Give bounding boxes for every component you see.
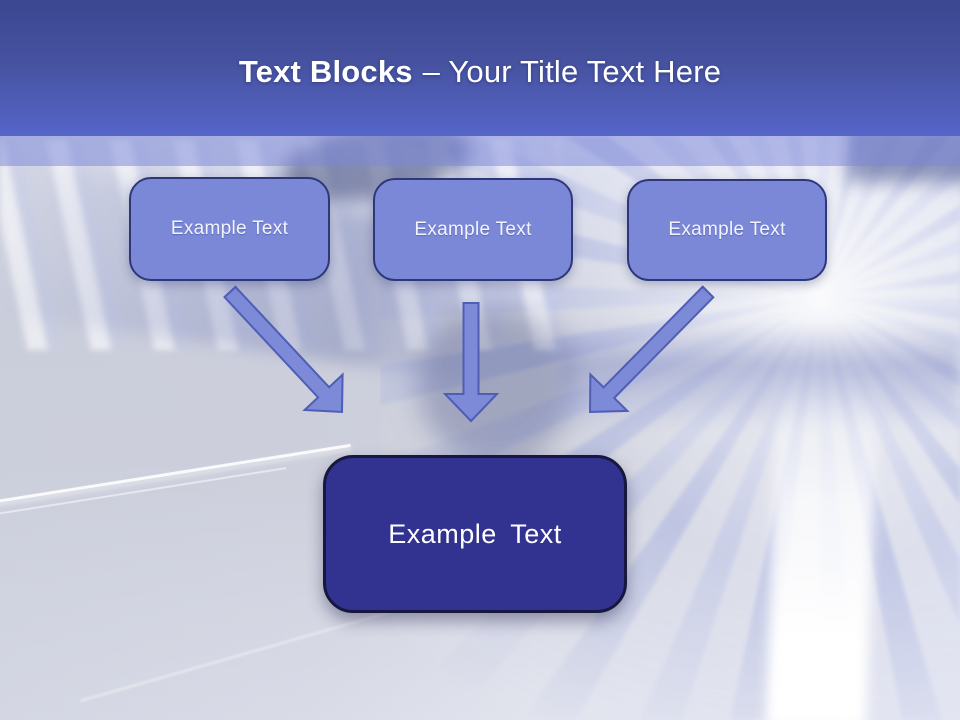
- text-block-1: Example Text: [129, 177, 330, 281]
- text-block-2-label: Example Text: [414, 218, 532, 240]
- text-block-2: Example Text: [373, 178, 573, 281]
- arrow-down-icon: [442, 302, 500, 423]
- header-band: Text Blocks – Your Title Text Here: [0, 0, 960, 136]
- text-block-1-label: Example Text: [170, 218, 289, 239]
- slide-title: Text Blocks – Your Title Text Here: [0, 54, 960, 90]
- bg-car-wheel-shadow: [418, 308, 573, 463]
- text-block-3: Example Text: [627, 179, 827, 281]
- arrow-down-right-icon: [223, 285, 344, 414]
- arrow-down-left-icon: [588, 285, 715, 414]
- result-block-label: Example Text: [388, 518, 562, 549]
- result-block: Example Text: [323, 455, 627, 613]
- text-block-3-label: Example Text: [668, 219, 786, 240]
- bg-blue-tint-band: [0, 136, 960, 166]
- title-bold-text: Text Blocks: [238, 54, 413, 89]
- title-regular-text: – Your Title Text Here: [422, 54, 722, 89]
